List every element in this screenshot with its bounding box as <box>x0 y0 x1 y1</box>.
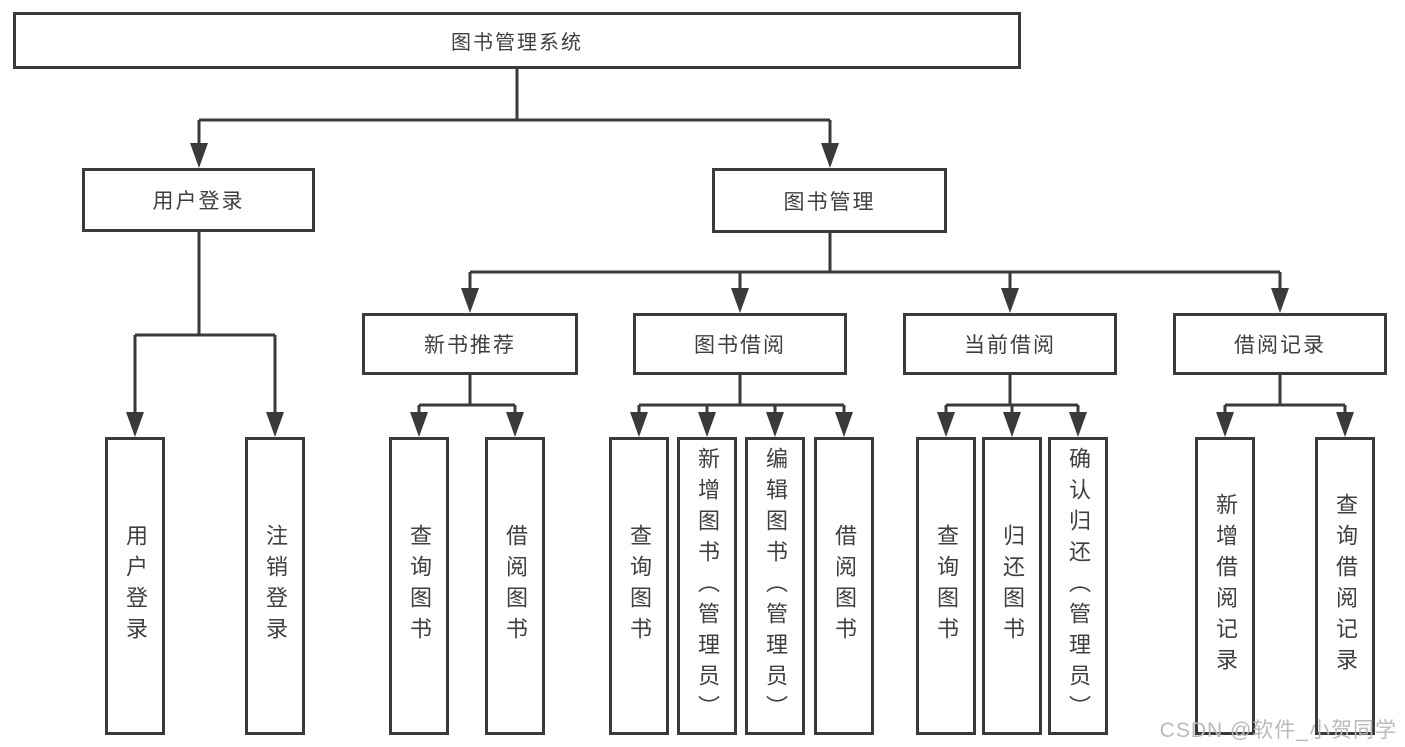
node-borrow-record-label: 借阅记录 <box>1234 334 1326 357</box>
node-current-borrow-label: 当前借阅 <box>964 334 1056 357</box>
leaf-add-borrow-record-label: 新增借阅记录 <box>1213 493 1238 679</box>
leaf-query-book-2-label: 查询图书 <box>627 524 652 648</box>
node-borrow-record: 借阅记录 <box>1173 313 1387 375</box>
leaf-borrow-book-2-label: 借阅图书 <box>832 524 857 648</box>
connector-book-management-branch <box>461 233 1289 313</box>
node-root: 图书管理系统 <box>13 12 1021 69</box>
node-root-label: 图书管理系统 <box>451 32 583 54</box>
node-new-book-recommend-label: 新书推荐 <box>424 334 516 357</box>
node-book-management: 图书管理 <box>712 168 947 233</box>
leaf-edit-book-admin: 编辑图书（管理员） <box>745 437 805 735</box>
leaf-borrow-book-2: 借阅图书 <box>814 437 874 735</box>
leaf-query-borrow-record: 查询借阅记录 <box>1315 437 1375 735</box>
leaf-query-book-1: 查询图书 <box>389 437 449 735</box>
leaf-query-book-3: 查询图书 <box>916 437 976 735</box>
leaf-add-book-admin-label: 新增图书（管理员） <box>695 446 720 726</box>
leaf-add-book-admin: 新增图书（管理员） <box>677 437 737 735</box>
node-book-borrow-label: 图书借阅 <box>694 334 786 357</box>
connector-new-book-branch <box>410 375 524 437</box>
leaf-query-book-1-label: 查询图书 <box>407 524 432 648</box>
leaf-logout-label: 注销登录 <box>263 524 288 648</box>
connector-current-borrow-branch <box>937 375 1087 437</box>
connector-borrow-record-branch <box>1216 375 1354 437</box>
leaf-add-borrow-record: 新增借阅记录 <box>1195 437 1255 735</box>
node-new-book-recommend: 新书推荐 <box>362 313 578 375</box>
leaf-query-book-2: 查询图书 <box>609 437 669 735</box>
node-book-management-label: 图书管理 <box>783 190 876 214</box>
watermark: CSDN @软件_小贺同学 <box>1159 719 1397 742</box>
node-book-borrow: 图书借阅 <box>633 313 847 375</box>
node-current-borrow: 当前借阅 <box>903 313 1117 375</box>
leaf-user-login: 用户登录 <box>105 437 165 735</box>
leaf-borrow-book-1-label: 借阅图书 <box>503 524 528 648</box>
leaf-query-book-3-label: 查询图书 <box>934 524 959 648</box>
node-user-login: 用户登录 <box>82 168 315 232</box>
leaf-user-login-label: 用户登录 <box>123 524 148 648</box>
connector-book-borrow-branch <box>630 375 853 437</box>
leaf-logout: 注销登录 <box>245 437 305 735</box>
connector-root-branch <box>190 69 839 168</box>
leaf-borrow-book-1: 借阅图书 <box>485 437 545 735</box>
leaf-return-book-label: 归还图书 <box>1000 524 1025 648</box>
leaf-return-book: 归还图书 <box>982 437 1042 735</box>
leaf-edit-book-admin-label: 编辑图书（管理员） <box>763 446 788 726</box>
connector-user-login-branch <box>126 232 284 437</box>
leaf-confirm-return-admin: 确认归还（管理员） <box>1048 437 1108 735</box>
leaf-confirm-return-admin-label: 确认归还（管理员） <box>1066 446 1091 726</box>
leaf-query-borrow-record-label: 查询借阅记录 <box>1333 493 1358 679</box>
node-user-login-label: 用户登录 <box>152 190 245 213</box>
